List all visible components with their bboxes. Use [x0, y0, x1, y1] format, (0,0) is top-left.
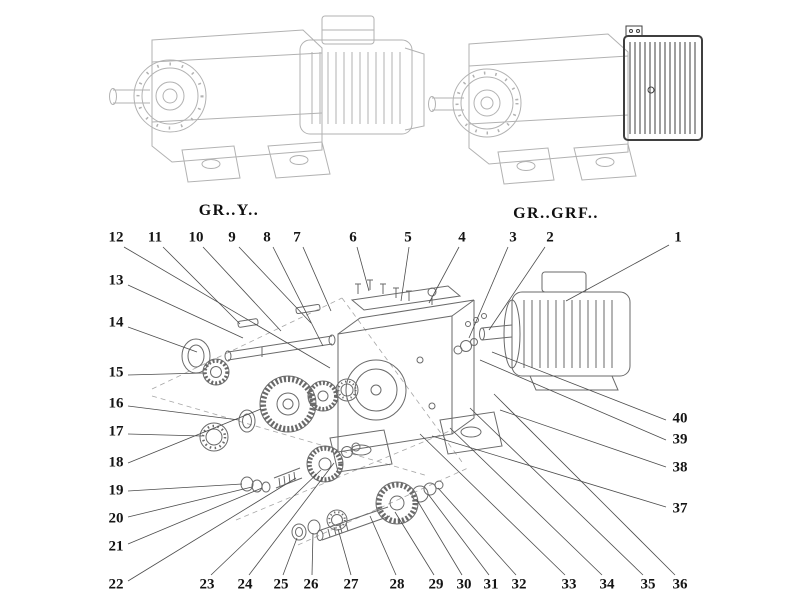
- leader-line-19: [127, 483, 243, 492]
- leader-line-20: [127, 486, 253, 518]
- leader-line-21: [127, 487, 263, 545]
- leader-line-3: [468, 246, 509, 339]
- input-shaft-parts: [453, 313, 487, 355]
- leader-line-4: [428, 246, 460, 304]
- leader-line-15: [127, 372, 204, 376]
- leader-line-2: [488, 246, 546, 331]
- leader-line-38: [499, 409, 667, 468]
- intermediate-gears: [259, 375, 359, 433]
- leader-lines: [123, 244, 676, 582]
- cover-bolts: [355, 279, 437, 305]
- assembly-drawing-gr-grf: [428, 25, 703, 185]
- leader-line-18: [127, 408, 262, 464]
- variant-label-gr-grf: GR..GRF..: [513, 205, 599, 222]
- leader-line-26: [311, 532, 314, 576]
- leader-line-32: [437, 487, 517, 576]
- leader-line-23: [210, 469, 322, 576]
- leader-line-37: [431, 435, 667, 508]
- leader-line-39: [479, 359, 667, 441]
- leader-line-30: [416, 499, 463, 576]
- exploded-view-diagram: [151, 271, 631, 546]
- leader-line-29: [394, 511, 435, 576]
- leader-line-9: [238, 246, 312, 324]
- pinion-shaft-parts: [240, 442, 361, 493]
- output-shaft-parts: [224, 303, 336, 362]
- leader-line-14: [127, 326, 198, 353]
- leader-line-12: [123, 246, 331, 369]
- leader-line-1: [565, 244, 670, 302]
- leader-line-17: [127, 433, 203, 437]
- leader-line-16: [127, 405, 240, 421]
- leader-line-33: [419, 433, 566, 576]
- leader-line-13: [127, 284, 244, 339]
- leader-line-7: [302, 246, 332, 312]
- leader-line-25: [282, 537, 298, 576]
- leader-line-22: [127, 477, 297, 582]
- leader-line-28: [369, 515, 397, 576]
- leader-line-34: [449, 427, 603, 576]
- leader-line-24: [248, 462, 335, 576]
- compact-drive-unit: [623, 25, 703, 141]
- leader-line-11: [162, 246, 241, 325]
- leader-line-36: [493, 393, 676, 576]
- gear-housing: [329, 285, 503, 473]
- leader-line-35: [469, 407, 644, 576]
- leader-line-31: [427, 493, 490, 576]
- output-bearing-set: [181, 338, 256, 452]
- assembly-drawing-gr-y: [109, 15, 425, 183]
- motor: [479, 271, 631, 391]
- leader-line-5: [400, 246, 410, 302]
- leader-line-10: [202, 246, 282, 332]
- variant-label-gr-y: GR..Y..: [198, 202, 260, 219]
- lower-shaft-parts: [291, 480, 444, 541]
- leader-line-40: [491, 351, 667, 421]
- leader-line-27: [337, 528, 352, 576]
- leader-line-6: [356, 246, 370, 292]
- leader-line-8: [272, 246, 324, 347]
